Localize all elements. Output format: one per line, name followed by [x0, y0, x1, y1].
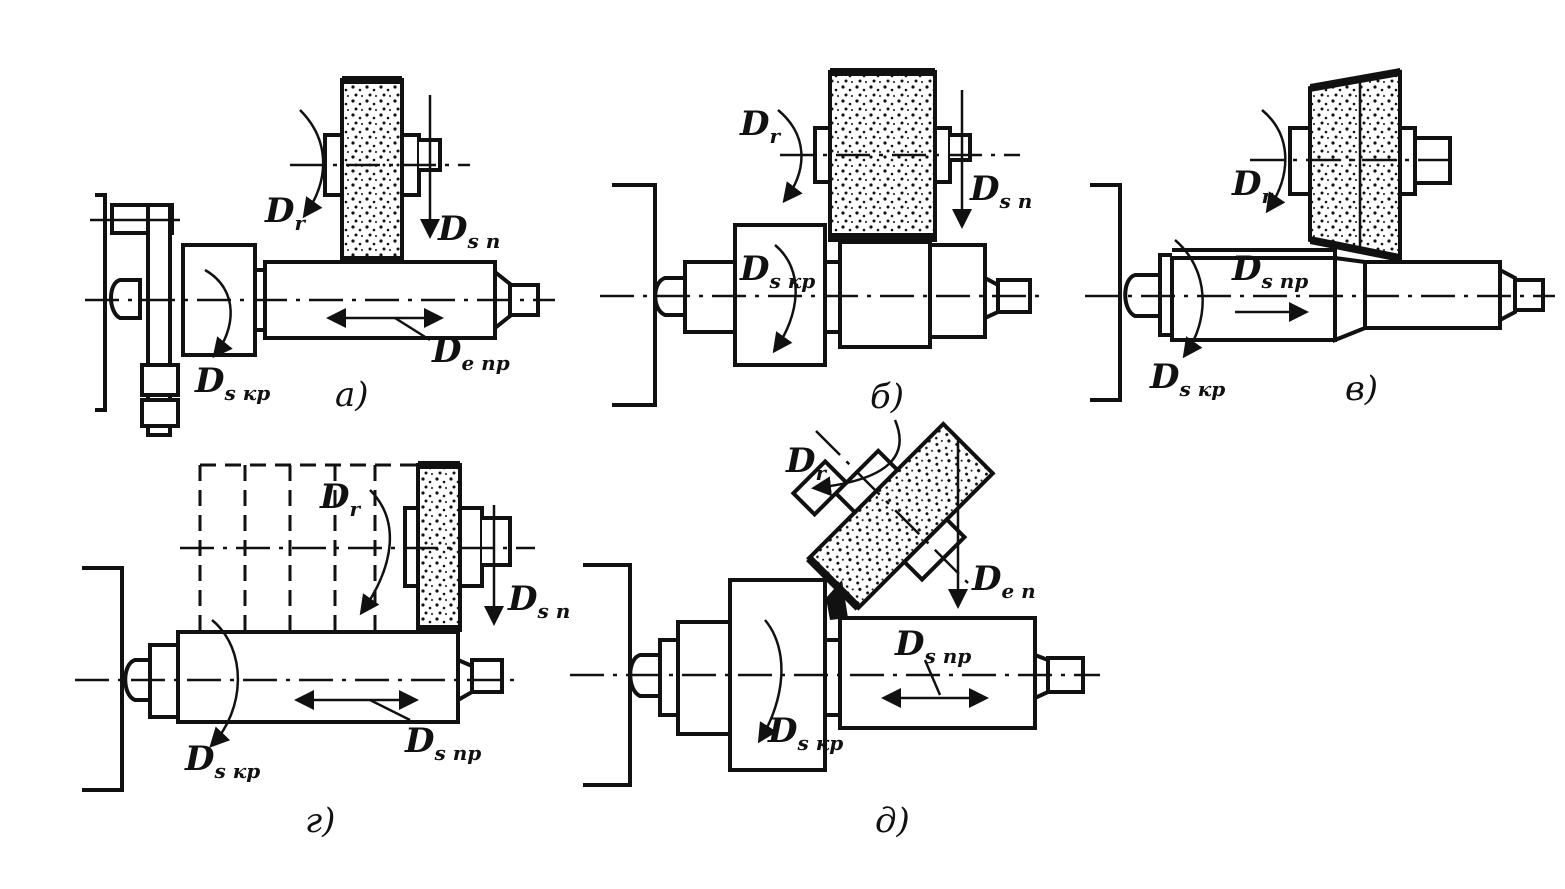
headstock-bracket	[95, 193, 107, 412]
panel-a: Dr Ds п Ds кр De пр а)	[85, 76, 555, 437]
panel-d: Dr De п Ds пр Ds кр д)	[570, 419, 1100, 841]
caption-v: в)	[1345, 369, 1378, 409]
label-dr-a: Dr	[264, 191, 306, 235]
panel-b: Dr Ds п Ds кр б)	[600, 68, 1045, 417]
label-dspr-d: Ds пр	[894, 624, 971, 668]
drive-dog-assembly	[90, 203, 180, 437]
wheel-rotation-arrow	[299, 109, 325, 219]
caption-b: б)	[870, 377, 904, 417]
label-dspr-v: Ds пр	[1231, 249, 1308, 293]
label-dr-d: Dr	[785, 441, 827, 485]
label-dskr-g: Ds кр	[184, 739, 260, 783]
label-dr-v: Dr	[1231, 164, 1273, 208]
wheel-rotation-arrow	[359, 489, 392, 616]
caption-a: а)	[335, 375, 369, 415]
panel-v: Dr Ds пр Ds кр в)	[1085, 68, 1555, 409]
angled-wheel-assembly	[790, 421, 996, 611]
work-rotation-arrow	[209, 619, 240, 748]
wheel-rotation-arrow	[811, 419, 901, 497]
workpiece	[838, 240, 932, 349]
work-rotation-arrow	[772, 244, 797, 354]
label-dsp-g: Ds п	[507, 579, 570, 623]
wheel-rotation-arrow	[1261, 109, 1287, 214]
work-rotation-arrow	[1174, 239, 1204, 359]
label-dsp-b: Ds п	[969, 169, 1032, 213]
label-dskr-v: Ds кр	[1149, 357, 1225, 401]
wheel-rotation-arrow	[777, 109, 803, 204]
center-point	[109, 278, 142, 320]
label-dspr-g: Ds пр	[404, 721, 481, 765]
label-dskr-a: Ds кр	[194, 361, 270, 405]
panel-g: Dr Ds п Ds кр Ds пр г)	[75, 461, 570, 841]
workpiece	[838, 616, 1037, 730]
caption-d: д)	[875, 801, 910, 841]
caption-g: г)	[305, 801, 335, 841]
label-dskr-d: Ds кр	[767, 711, 843, 755]
grinding-wheel	[1308, 69, 1402, 261]
workpiece-taper	[1333, 255, 1367, 343]
label-dskr-b: Ds кр	[739, 249, 815, 293]
label-dr-b: Dr	[739, 104, 781, 148]
label-dr-g: Dr	[319, 477, 361, 521]
label-dep-d: De п	[971, 559, 1036, 603]
grinding-wheel	[340, 78, 404, 264]
work-rotation-arrow	[204, 268, 233, 359]
label-dsp-a: Ds п	[437, 209, 500, 253]
workpiece	[176, 630, 460, 724]
headstock-bracket	[1090, 183, 1122, 402]
label-depr-a: De пр	[431, 331, 510, 375]
work-rotation-arrow	[757, 619, 783, 744]
